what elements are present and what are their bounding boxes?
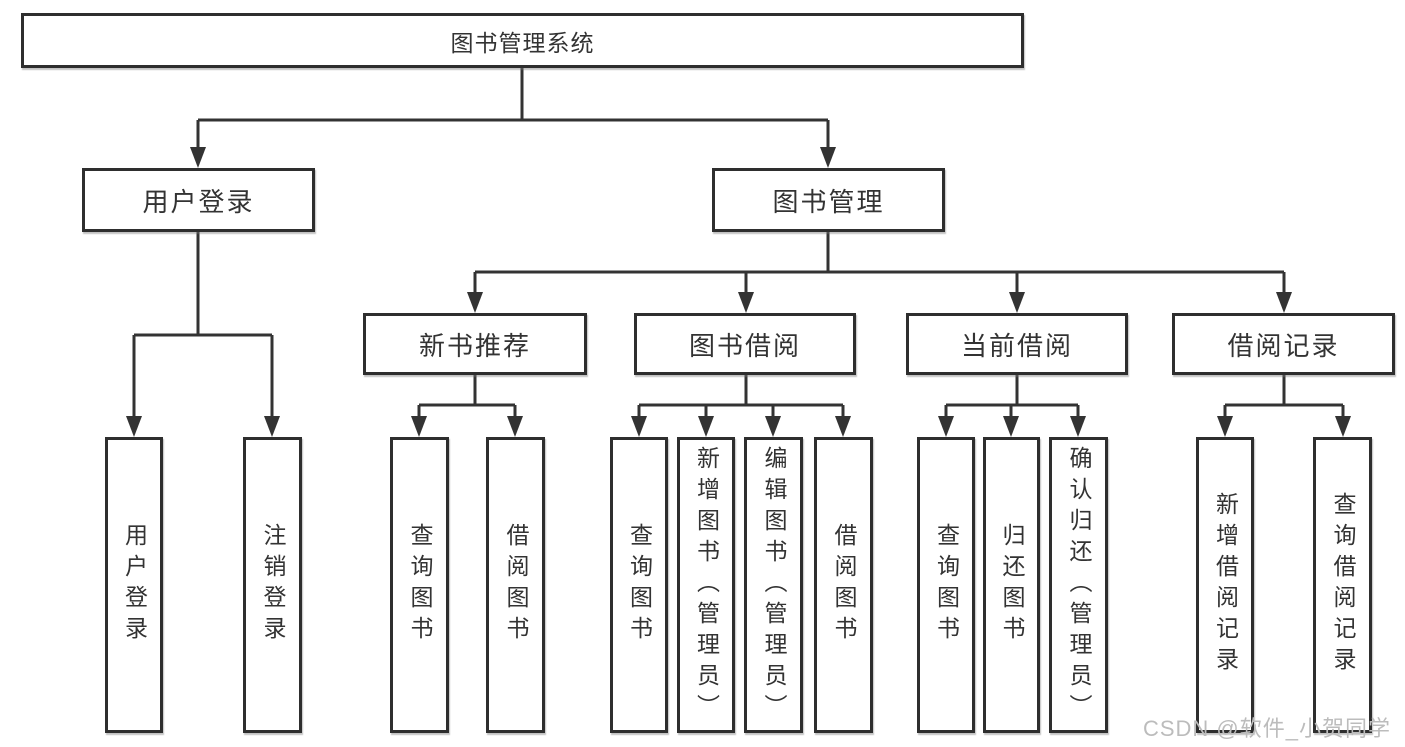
leaf-edit-book-admin: 编辑图书（管理员） [744, 437, 803, 733]
node-book-borrowing: 图书借阅 [634, 313, 856, 375]
leaf-borrowing-borrow-books: 借阅图书 [814, 437, 873, 733]
node-borrow-records: 借阅记录 [1172, 313, 1395, 375]
leaf-add-borrow-record: 新增借阅记录 [1196, 437, 1254, 733]
leaf-add-borrow-record-label: 新增借阅记录 [1212, 492, 1239, 678]
leaf-query-borrow-record: 查询借阅记录 [1313, 437, 1372, 733]
node-library-system-label: 图书管理系统 [450, 29, 595, 56]
leaf-return-books-label: 归还图书 [999, 523, 1025, 647]
leaf-recommend-borrow-books: 借阅图书 [486, 437, 545, 733]
leaf-user-login: 用户登录 [105, 437, 163, 733]
leaf-recommend-query-books-label: 查询图书 [407, 523, 433, 647]
node-new-book-recommend-label: 新书推荐 [418, 330, 531, 361]
node-book-management: 图书管理 [712, 168, 945, 232]
node-current-borrowing: 当前借阅 [906, 313, 1128, 375]
leaf-edit-book-admin-label: 编辑图书（管理员） [761, 445, 787, 725]
leaf-add-book-admin-label: 新增图书（管理员） [693, 445, 720, 725]
node-book-management-label: 图书管理 [772, 186, 885, 217]
leaf-borrowing-query-books: 查询图书 [610, 437, 668, 733]
node-borrow-records-label: 借阅记录 [1227, 330, 1340, 361]
leaf-confirm-return-admin-label: 确认归还（管理员） [1066, 445, 1092, 725]
node-user-login: 用户登录 [82, 168, 315, 232]
leaf-current-query-books-label: 查询图书 [933, 523, 960, 647]
node-new-book-recommend: 新书推荐 [363, 313, 587, 375]
leaf-logout-label: 注销登录 [260, 523, 286, 647]
leaf-add-book-admin: 新增图书（管理员） [677, 437, 735, 733]
leaf-recommend-query-books: 查询图书 [390, 437, 449, 733]
leaf-query-borrow-record-label: 查询借阅记录 [1330, 492, 1356, 678]
node-book-borrowing-label: 图书借阅 [688, 330, 801, 361]
watermark: CSDN @软件_小贺同学 [1142, 716, 1391, 741]
leaf-logout: 注销登录 [243, 437, 302, 733]
leaf-user-login-label: 用户登录 [121, 523, 148, 647]
leaf-borrowing-borrow-books-label: 借阅图书 [831, 523, 857, 647]
leaf-confirm-return-admin: 确认归还（管理员） [1049, 437, 1108, 733]
leaf-current-query-books: 查询图书 [917, 437, 975, 733]
leaf-return-books: 归还图书 [983, 437, 1040, 733]
node-current-borrowing-label: 当前借阅 [960, 330, 1073, 361]
leaf-recommend-borrow-books-label: 借阅图书 [503, 523, 529, 647]
node-user-login-label: 用户登录 [142, 186, 255, 217]
leaf-borrowing-query-books-label: 查询图书 [626, 523, 653, 647]
node-library-system: 图书管理系统 [21, 13, 1024, 68]
